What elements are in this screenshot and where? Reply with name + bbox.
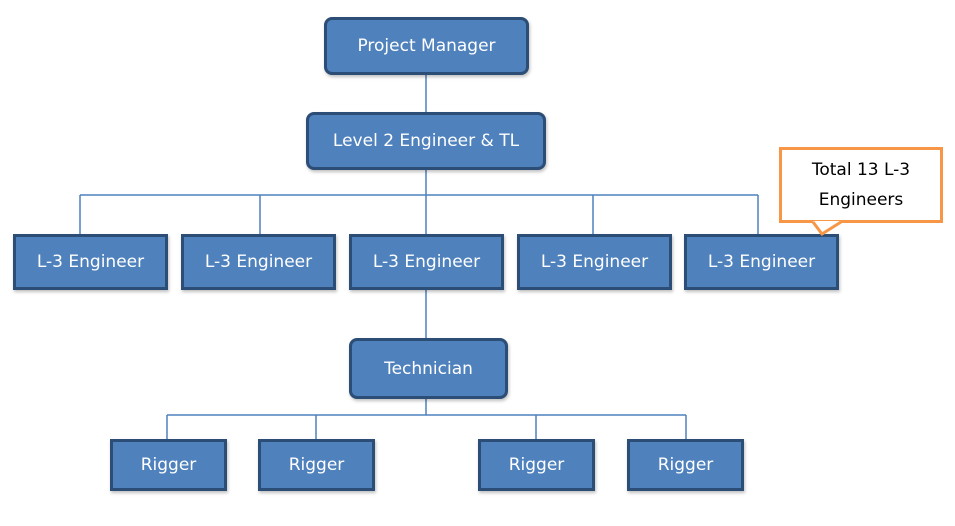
- l3-engineer-node: L-3 Engineer: [684, 234, 839, 290]
- l3-engineer-node: L-3 Engineer: [181, 234, 336, 290]
- rigger-label: Rigger: [140, 455, 197, 475]
- callout-text: Total 13 L-3 Engineers: [811, 160, 911, 210]
- level2-engineer-label: Level 2 Engineer & TL: [332, 131, 520, 151]
- level2-engineer-node: Level 2 Engineer & TL: [306, 112, 546, 170]
- rigger-node: Rigger: [258, 439, 375, 491]
- l3-engineer-label: L-3 Engineer: [372, 252, 481, 272]
- project-manager-node: Project Manager: [324, 17, 529, 75]
- rigger-node: Rigger: [627, 439, 744, 491]
- project-manager-label: Project Manager: [357, 36, 496, 56]
- total-engineers-callout: Total 13 L-3 Engineers: [779, 147, 943, 223]
- technician-node: Technician: [349, 338, 508, 399]
- l3-engineer-node: L-3 Engineer: [13, 234, 168, 290]
- l3-engineer-label: L-3 Engineer: [707, 252, 816, 272]
- rigger-node: Rigger: [110, 439, 227, 491]
- rigger-label: Rigger: [288, 455, 345, 475]
- l3-engineer-node: L-3 Engineer: [517, 234, 672, 290]
- rigger-node: Rigger: [478, 439, 595, 491]
- rigger-label: Rigger: [508, 455, 565, 475]
- l3-engineer-node: L-3 Engineer: [349, 234, 504, 290]
- rigger-label: Rigger: [657, 455, 714, 475]
- l3-engineer-label: L-3 Engineer: [540, 252, 649, 272]
- technician-label: Technician: [384, 358, 473, 379]
- l3-engineer-label: L-3 Engineer: [36, 252, 145, 272]
- l3-engineer-label: L-3 Engineer: [204, 252, 313, 272]
